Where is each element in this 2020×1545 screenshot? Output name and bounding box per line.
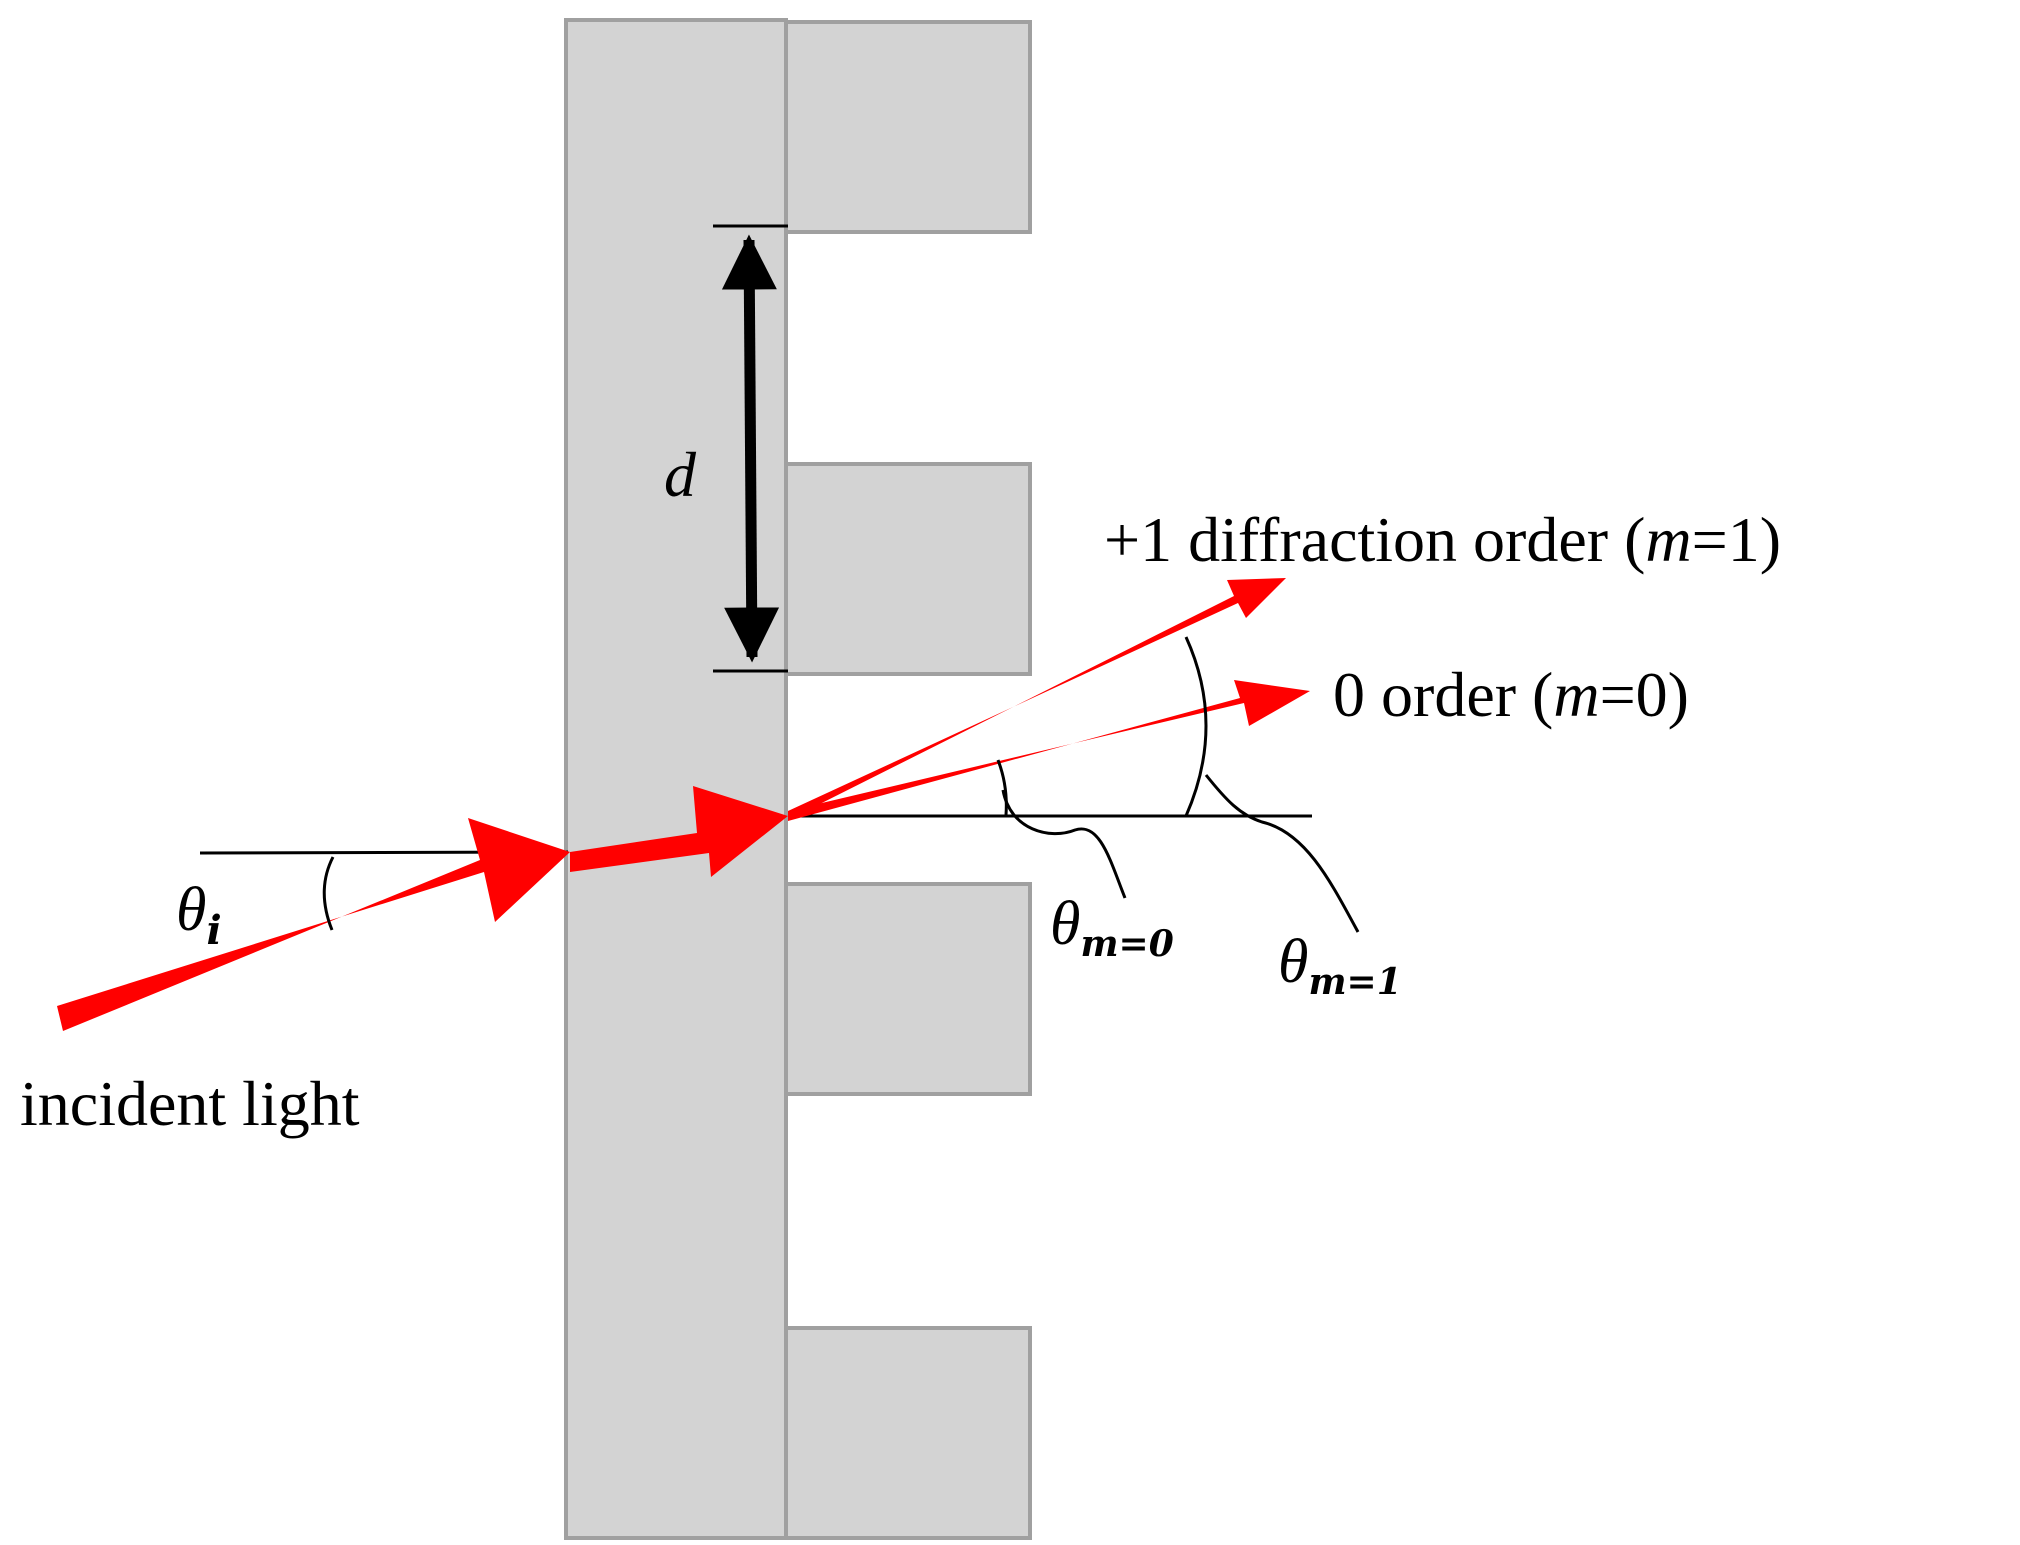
grating-tooth-4 xyxy=(784,1326,1032,1540)
grating-tooth-2 xyxy=(784,462,1032,676)
grating-tooth-3 xyxy=(784,882,1032,1096)
theta-m1-label: θm=1 xyxy=(1278,928,1402,1003)
grating xyxy=(564,18,1032,1540)
incident-ray xyxy=(57,818,570,1031)
theta-m1-leader xyxy=(1204,774,1360,933)
incident-light-label: incident light xyxy=(20,1068,360,1139)
plus-one-order-ray xyxy=(788,578,1286,820)
theta-m0-label: θm=0 xyxy=(1050,890,1174,965)
grating-tooth-1 xyxy=(784,20,1032,234)
dim-arrow xyxy=(721,234,780,663)
theta-i-label: θi xyxy=(176,876,222,954)
rays xyxy=(57,578,1310,1031)
theta-m0-arc xyxy=(996,759,1008,816)
zero-order-label: 0 order (m=0) xyxy=(1333,659,1689,730)
theta-i-arc xyxy=(322,856,335,931)
zero-order-ray xyxy=(788,680,1310,821)
refracted-ray xyxy=(570,786,788,877)
plus-one-order-label: +1 diffraction order (m=1) xyxy=(1104,504,1781,575)
period-label: d xyxy=(664,439,697,510)
theta-m1-arc xyxy=(1184,636,1208,817)
theta-m0-leader xyxy=(1001,789,1127,899)
period-dimension: d xyxy=(664,224,788,673)
